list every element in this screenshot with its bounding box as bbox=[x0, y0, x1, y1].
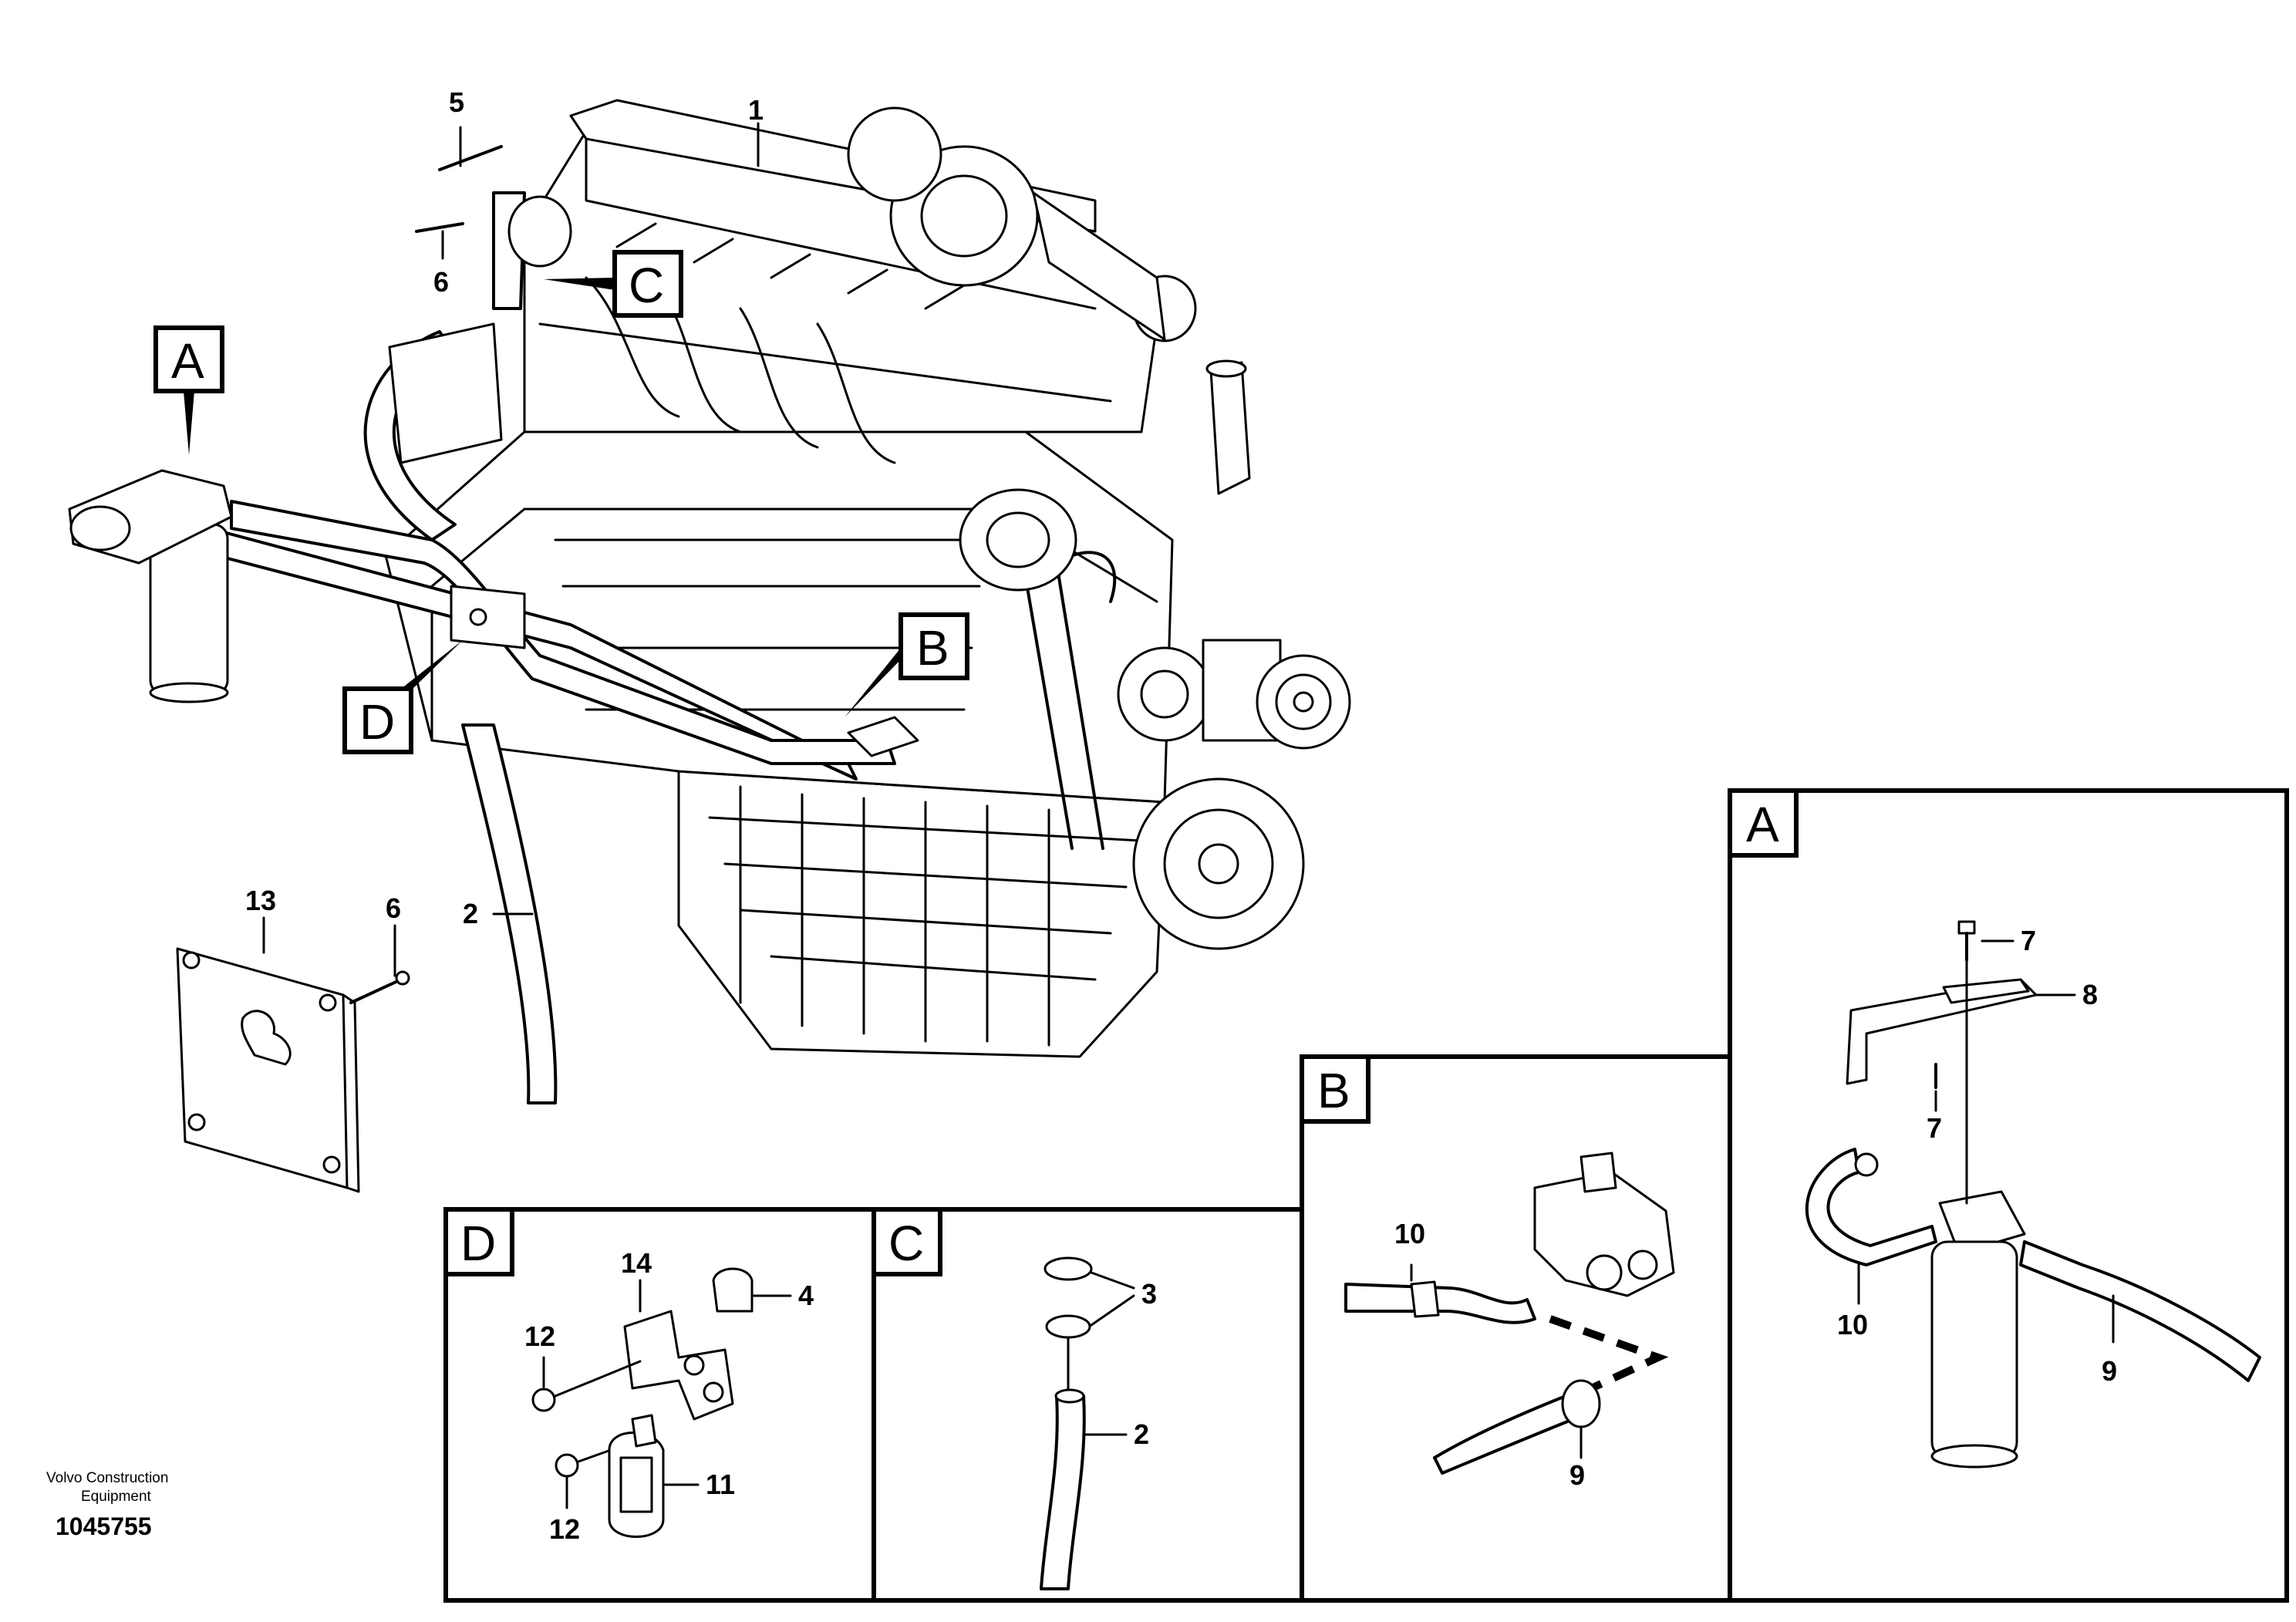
footer: Volvo Construction Equipment 1045755 bbox=[46, 1470, 168, 1540]
detail-D-callout-14: 14 bbox=[621, 1247, 652, 1279]
callout-2: 2 bbox=[463, 898, 478, 929]
callout-1: 1 bbox=[748, 94, 764, 126]
detail-B-callout-9: 9 bbox=[1569, 1459, 1585, 1491]
detail-C-callout-2: 2 bbox=[1134, 1418, 1149, 1450]
callout-6-upper: 6 bbox=[433, 266, 449, 298]
detail-D-callout-12-lower: 12 bbox=[549, 1513, 580, 1545]
detail-A-callout-10: 10 bbox=[1837, 1309, 1868, 1340]
detail-C-callout-3: 3 bbox=[1141, 1278, 1157, 1310]
detail-D-callout-12-upper: 12 bbox=[524, 1320, 555, 1352]
company-line-2: Equipment bbox=[81, 1489, 152, 1505]
detail-frame-B: B 10 9 bbox=[1300, 1054, 1732, 1603]
engine-illustration bbox=[68, 99, 1351, 1193]
callout-6-lower: 6 bbox=[386, 892, 401, 924]
detail-A-letter: A bbox=[1746, 797, 1779, 852]
detail-D-letter: D bbox=[460, 1216, 496, 1271]
detail-A-callout-9: 9 bbox=[2102, 1355, 2117, 1387]
view-letter-C: C bbox=[629, 258, 664, 313]
detail-frame-C: C 3 2 bbox=[872, 1207, 1304, 1603]
company-line-1: Volvo Construction bbox=[46, 1470, 168, 1486]
detail-D-callout-4: 4 bbox=[798, 1280, 814, 1311]
detail-C-letter: C bbox=[888, 1216, 924, 1271]
detail-frame-D: D 14 4 12 12 11 bbox=[443, 1207, 876, 1603]
view-letter-B: B bbox=[916, 620, 949, 676]
detail-D-callout-11: 11 bbox=[706, 1469, 735, 1500]
detail-frame-A: A 7 8 7 10 9 bbox=[1728, 788, 2289, 1603]
document-number: 1045755 bbox=[56, 1512, 152, 1540]
view-letter-D: D bbox=[359, 694, 395, 750]
detail-A-callout-8: 8 bbox=[2082, 979, 2098, 1010]
detail-A-callout-7-lower: 7 bbox=[1927, 1112, 1942, 1144]
view-letter-A: A bbox=[171, 333, 204, 389]
main-callouts: 5 1 6 2 13 6 bbox=[245, 86, 764, 977]
detail-A-callout-7-top: 7 bbox=[2021, 925, 2036, 956]
callout-13: 13 bbox=[245, 885, 276, 916]
view-markers: A B C D bbox=[153, 250, 969, 754]
detail-B-letter: B bbox=[1317, 1063, 1350, 1118]
callout-5: 5 bbox=[449, 86, 464, 118]
detail-B-callout-10: 10 bbox=[1394, 1218, 1425, 1249]
